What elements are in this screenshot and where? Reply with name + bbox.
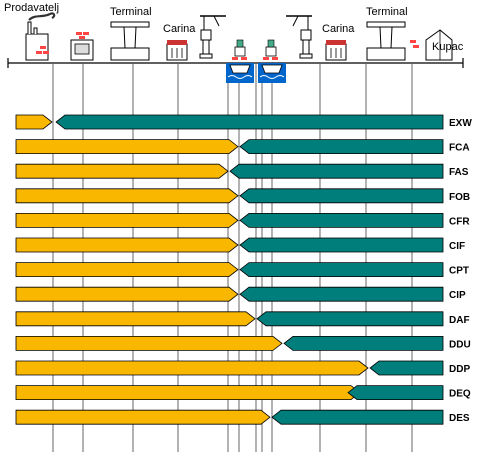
buyer-label: Kupac [432,41,464,53]
ship-icon [258,39,286,83]
terminal-icon [366,21,419,61]
ship-icon [226,39,254,83]
customs-label-right: Carina [322,23,355,35]
incoterm-code: FOB [449,192,470,203]
buyer-arrow [271,409,444,425]
incoterm-code: DDP [449,364,470,375]
buyer-arrow [369,360,444,376]
incoterm-code: DAF [449,315,470,326]
seller-arrow [15,335,283,351]
buyer-arrow [239,188,444,204]
buyer-arrow [347,385,444,401]
incoterm-code: FAS [449,167,469,178]
seller-arrow [15,286,239,302]
incoterm-row: CPT [15,262,469,278]
incoterm-row: EXW [15,114,472,130]
seller-arrow [15,114,53,130]
buyer-arrow [239,139,444,155]
crane-icon [199,15,226,59]
incoterm-code: CIP [449,290,466,301]
incoterm-code: CPT [449,266,469,277]
buyer-arrow [239,212,444,228]
incoterm-code: DES [449,413,470,424]
seller-arrow [15,139,239,155]
terminal-label-left: Terminal [110,6,152,18]
incoterm-row: CIF [15,237,465,253]
incoterm-row: CFR [15,212,470,228]
incoterm-code: EXW [449,118,472,129]
incoterm-row: FCA [15,139,470,155]
buyer-arrow [283,335,444,351]
buyer-arrow [55,114,444,130]
incoterm-rows: EXW FCA FAS FOB CFR CIF CPT CIP DAF DDU DDP DEQ DES [15,114,472,425]
incoterm-row: DEQ [15,385,471,401]
terminal-label-right: Terminal [366,6,408,18]
incoterm-row: FAS [15,163,469,179]
seller-arrow [15,262,239,278]
incoterm-row: DDU [15,335,471,351]
seller-arrow [15,237,239,253]
seller-arrow [15,311,256,327]
factory-icon [25,12,56,61]
seller-arrow [15,409,271,425]
seller-arrow [15,212,239,228]
customs-icon [166,40,188,61]
incoterm-code: DDU [449,339,471,350]
incoterm-row: DAF [15,311,470,327]
incoterm-code: CFR [449,216,470,227]
buyer-arrow [256,311,444,327]
seller-arrow [15,385,361,401]
crane-icon [286,15,313,59]
buyer-arrow [239,237,444,253]
truck-icon [70,32,94,61]
incoterm-row: DDP [15,360,470,376]
incoterm-row: DES [15,409,470,425]
seller-arrow [15,188,239,204]
incoterm-row: CIP [15,286,466,302]
seller-arrow [15,163,229,179]
buyer-arrow [239,286,444,302]
incoterm-row: FOB [15,188,470,204]
incoterm-code: CIF [449,241,465,252]
customs-label-left: Carina [163,23,196,35]
seller-label: Prodavatelj [4,2,59,14]
house-icon [425,29,453,61]
incoterm-code: FCA [449,143,470,154]
buyer-arrow [229,163,444,179]
buyer-arrow [239,262,444,278]
incoterm-code: DEQ [449,389,471,400]
terminal-icon [110,21,150,61]
customs-icon [325,40,347,61]
seller-arrow [15,360,369,376]
